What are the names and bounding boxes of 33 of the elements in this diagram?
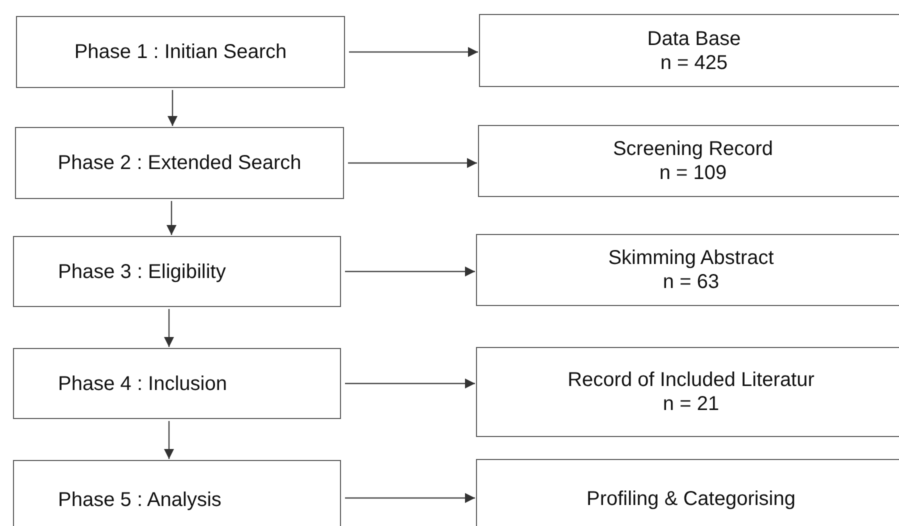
box-text: n = 63 <box>662 270 720 294</box>
process-box <box>478 125 899 197</box>
process-box <box>479 14 899 87</box>
box-text: Profiling & Categorising <box>586 487 796 511</box>
box-text: Phase 5 : Analysis <box>58 488 222 512</box>
box-text: n = 425 <box>660 50 728 74</box>
arrow <box>345 266 475 276</box>
arrow <box>164 421 174 459</box>
arrow <box>168 90 178 126</box>
box-text: Skimming Abstract <box>608 246 774 270</box>
arrow <box>349 47 478 57</box>
arrow <box>166 201 176 235</box>
box-text: Phase 3 : Eligibility <box>58 260 226 284</box>
box-text: Data Base <box>647 26 741 50</box>
process-box <box>13 348 341 419</box>
box-text: Phase 1 : Initian Search <box>74 40 287 64</box>
arrow <box>345 493 475 503</box>
box-text: Phase 2 : Extended Search <box>58 151 302 175</box>
process-box <box>476 347 899 437</box>
box-text: Screening Record <box>612 137 774 161</box>
process-box <box>16 16 345 88</box>
process-box <box>15 127 344 199</box>
process-box <box>476 459 899 526</box>
process-box <box>13 236 341 307</box>
box-text: Record of Included Literatur <box>568 368 814 392</box>
box-text: n = 21 <box>662 392 720 416</box>
arrow <box>164 309 174 347</box>
arrow <box>345 378 475 388</box>
process-box <box>476 234 899 306</box>
arrow <box>348 158 477 168</box>
box-text: n = 109 <box>659 161 727 185</box>
box-text: Phase 4 : Inclusion <box>58 372 227 396</box>
process-box <box>13 460 341 526</box>
